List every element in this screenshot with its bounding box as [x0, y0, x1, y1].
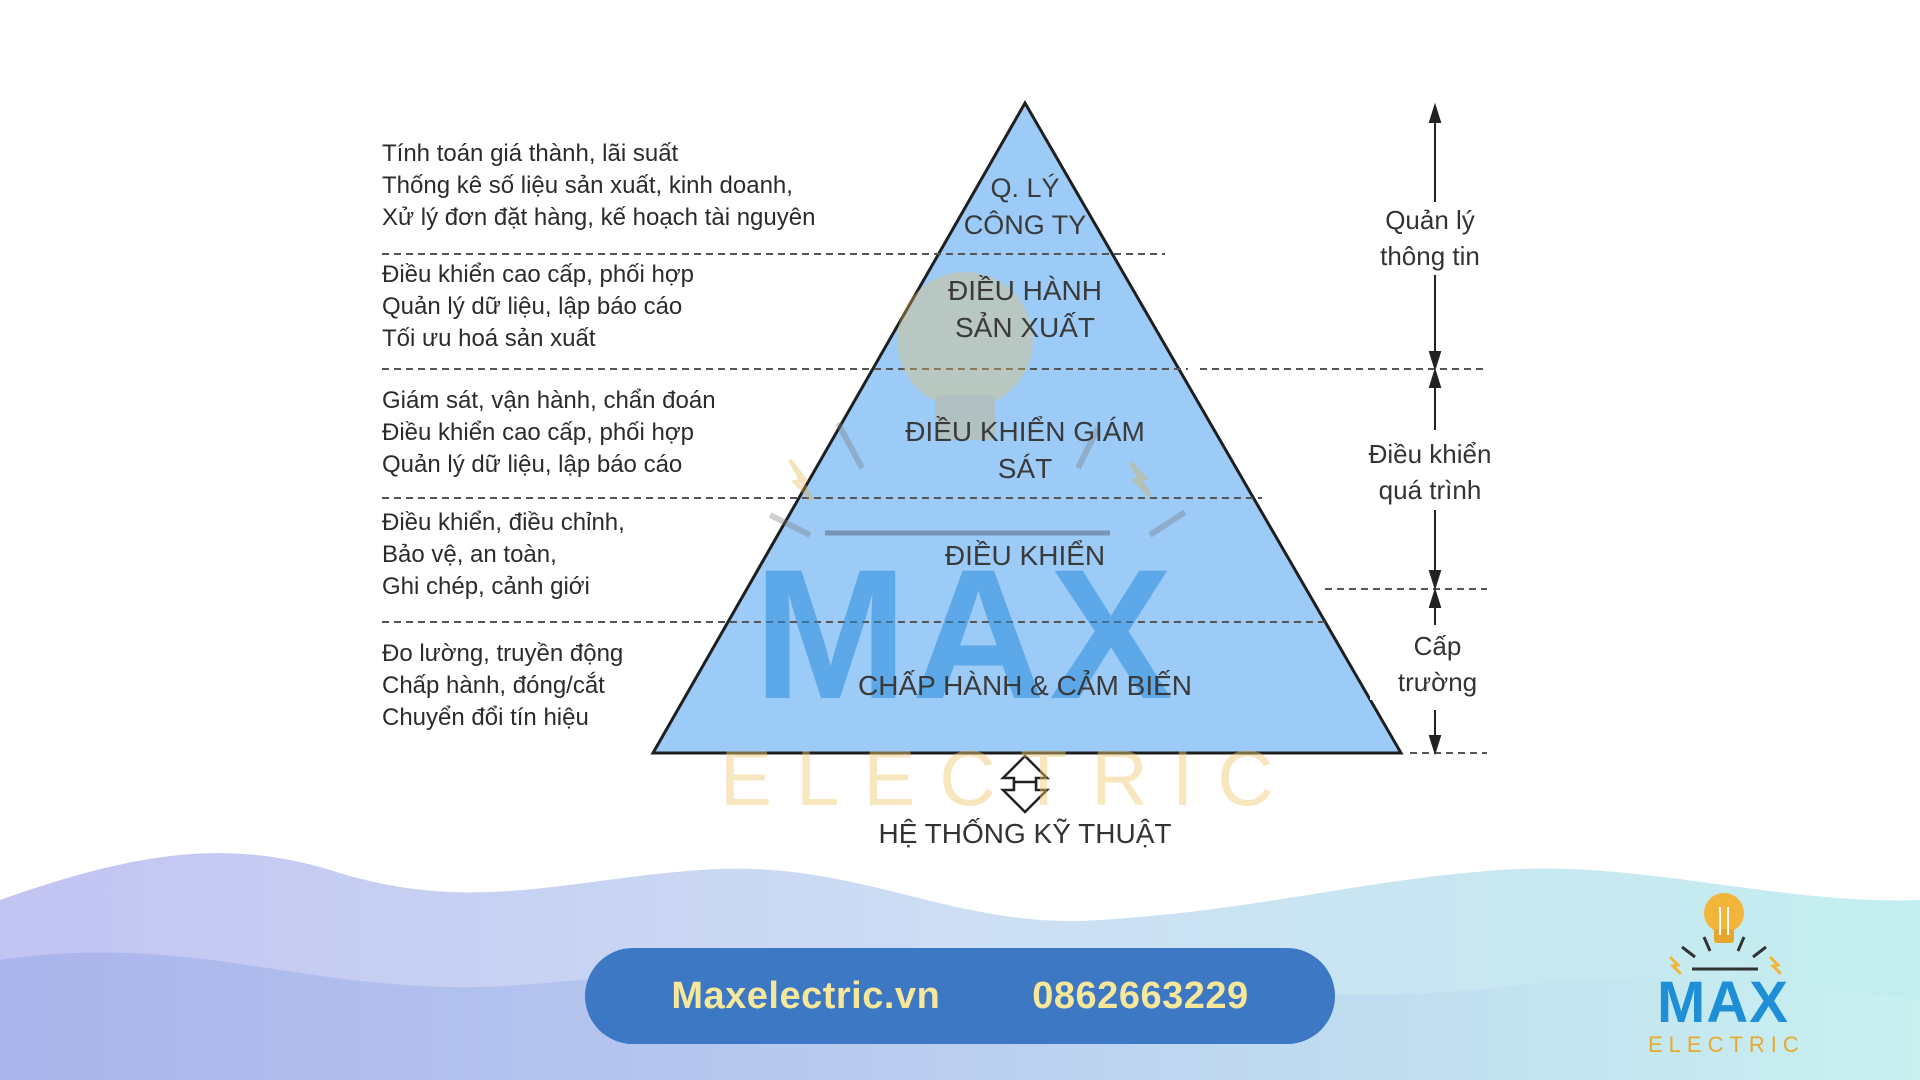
- level-label-field-devices: CHẤP HÀNH & CẢM BIẾN: [858, 670, 1192, 701]
- logo-name: MAX: [1657, 970, 1789, 1035]
- arrowhead-info-up: [1428, 102, 1442, 123]
- arrowhead-info-down: [1428, 351, 1442, 372]
- arrowhead-field-up: [1428, 587, 1442, 608]
- base-label: HỆ THỐNG KỸ THUẬT: [878, 818, 1172, 849]
- arrowhead-proc-up: [1428, 367, 1442, 388]
- description-company: Tính toán giá thành, lãi suất Thống kê s…: [382, 140, 816, 231]
- level-label-control: ĐIỀU KHIỂN: [944, 540, 1106, 571]
- level-label-supervisory: ĐIỀU KHIỂN GIÁM SÁT: [905, 416, 1145, 484]
- contact-banner: Maxelectric.vn 0862663229: [585, 948, 1335, 1044]
- level-label-company: Q. LÝ CÔNG TY: [963, 173, 1087, 240]
- pyramid-body: [650, 99, 1404, 755]
- lightbulb-icon: [1668, 893, 1783, 976]
- description-field: Đo lường, truyền động Chấp hành, đóng/cắ…: [382, 640, 624, 731]
- description-production: Điều khiển cao cấp, phối hợp Quản lý dữ …: [382, 261, 694, 352]
- website-link[interactable]: Maxelectric.vn: [671, 974, 941, 1017]
- group-label-information: Quản lý thông tin: [1350, 202, 1510, 274]
- description-control: Điều khiển, điều chỉnh, Bảo vệ, an toàn,…: [382, 509, 625, 600]
- brand-logo: MAX ELECTRIC: [1640, 885, 1800, 1065]
- phone-number[interactable]: 0862663229: [1032, 974, 1249, 1017]
- watermark-name: MAX: [753, 532, 1177, 738]
- logo-sub: ELECTRIC: [1648, 1032, 1805, 1057]
- level-label-production: ĐIỀU HÀNH SẢN XUẤT: [947, 275, 1102, 343]
- bidirectional-arrow-icon: [999, 754, 1051, 814]
- arrowhead-field-down: [1428, 735, 1442, 756]
- arrowhead-proc-down: [1428, 570, 1442, 591]
- group-label-field: Cấp trường: [1370, 628, 1505, 700]
- watermark-sub: ELECTRIC: [720, 734, 1298, 822]
- group-label-process: Điều khiển quá trình: [1345, 436, 1515, 508]
- description-supervisory: Giám sát, vận hành, chẩn đoán Điều khiển…: [382, 387, 716, 478]
